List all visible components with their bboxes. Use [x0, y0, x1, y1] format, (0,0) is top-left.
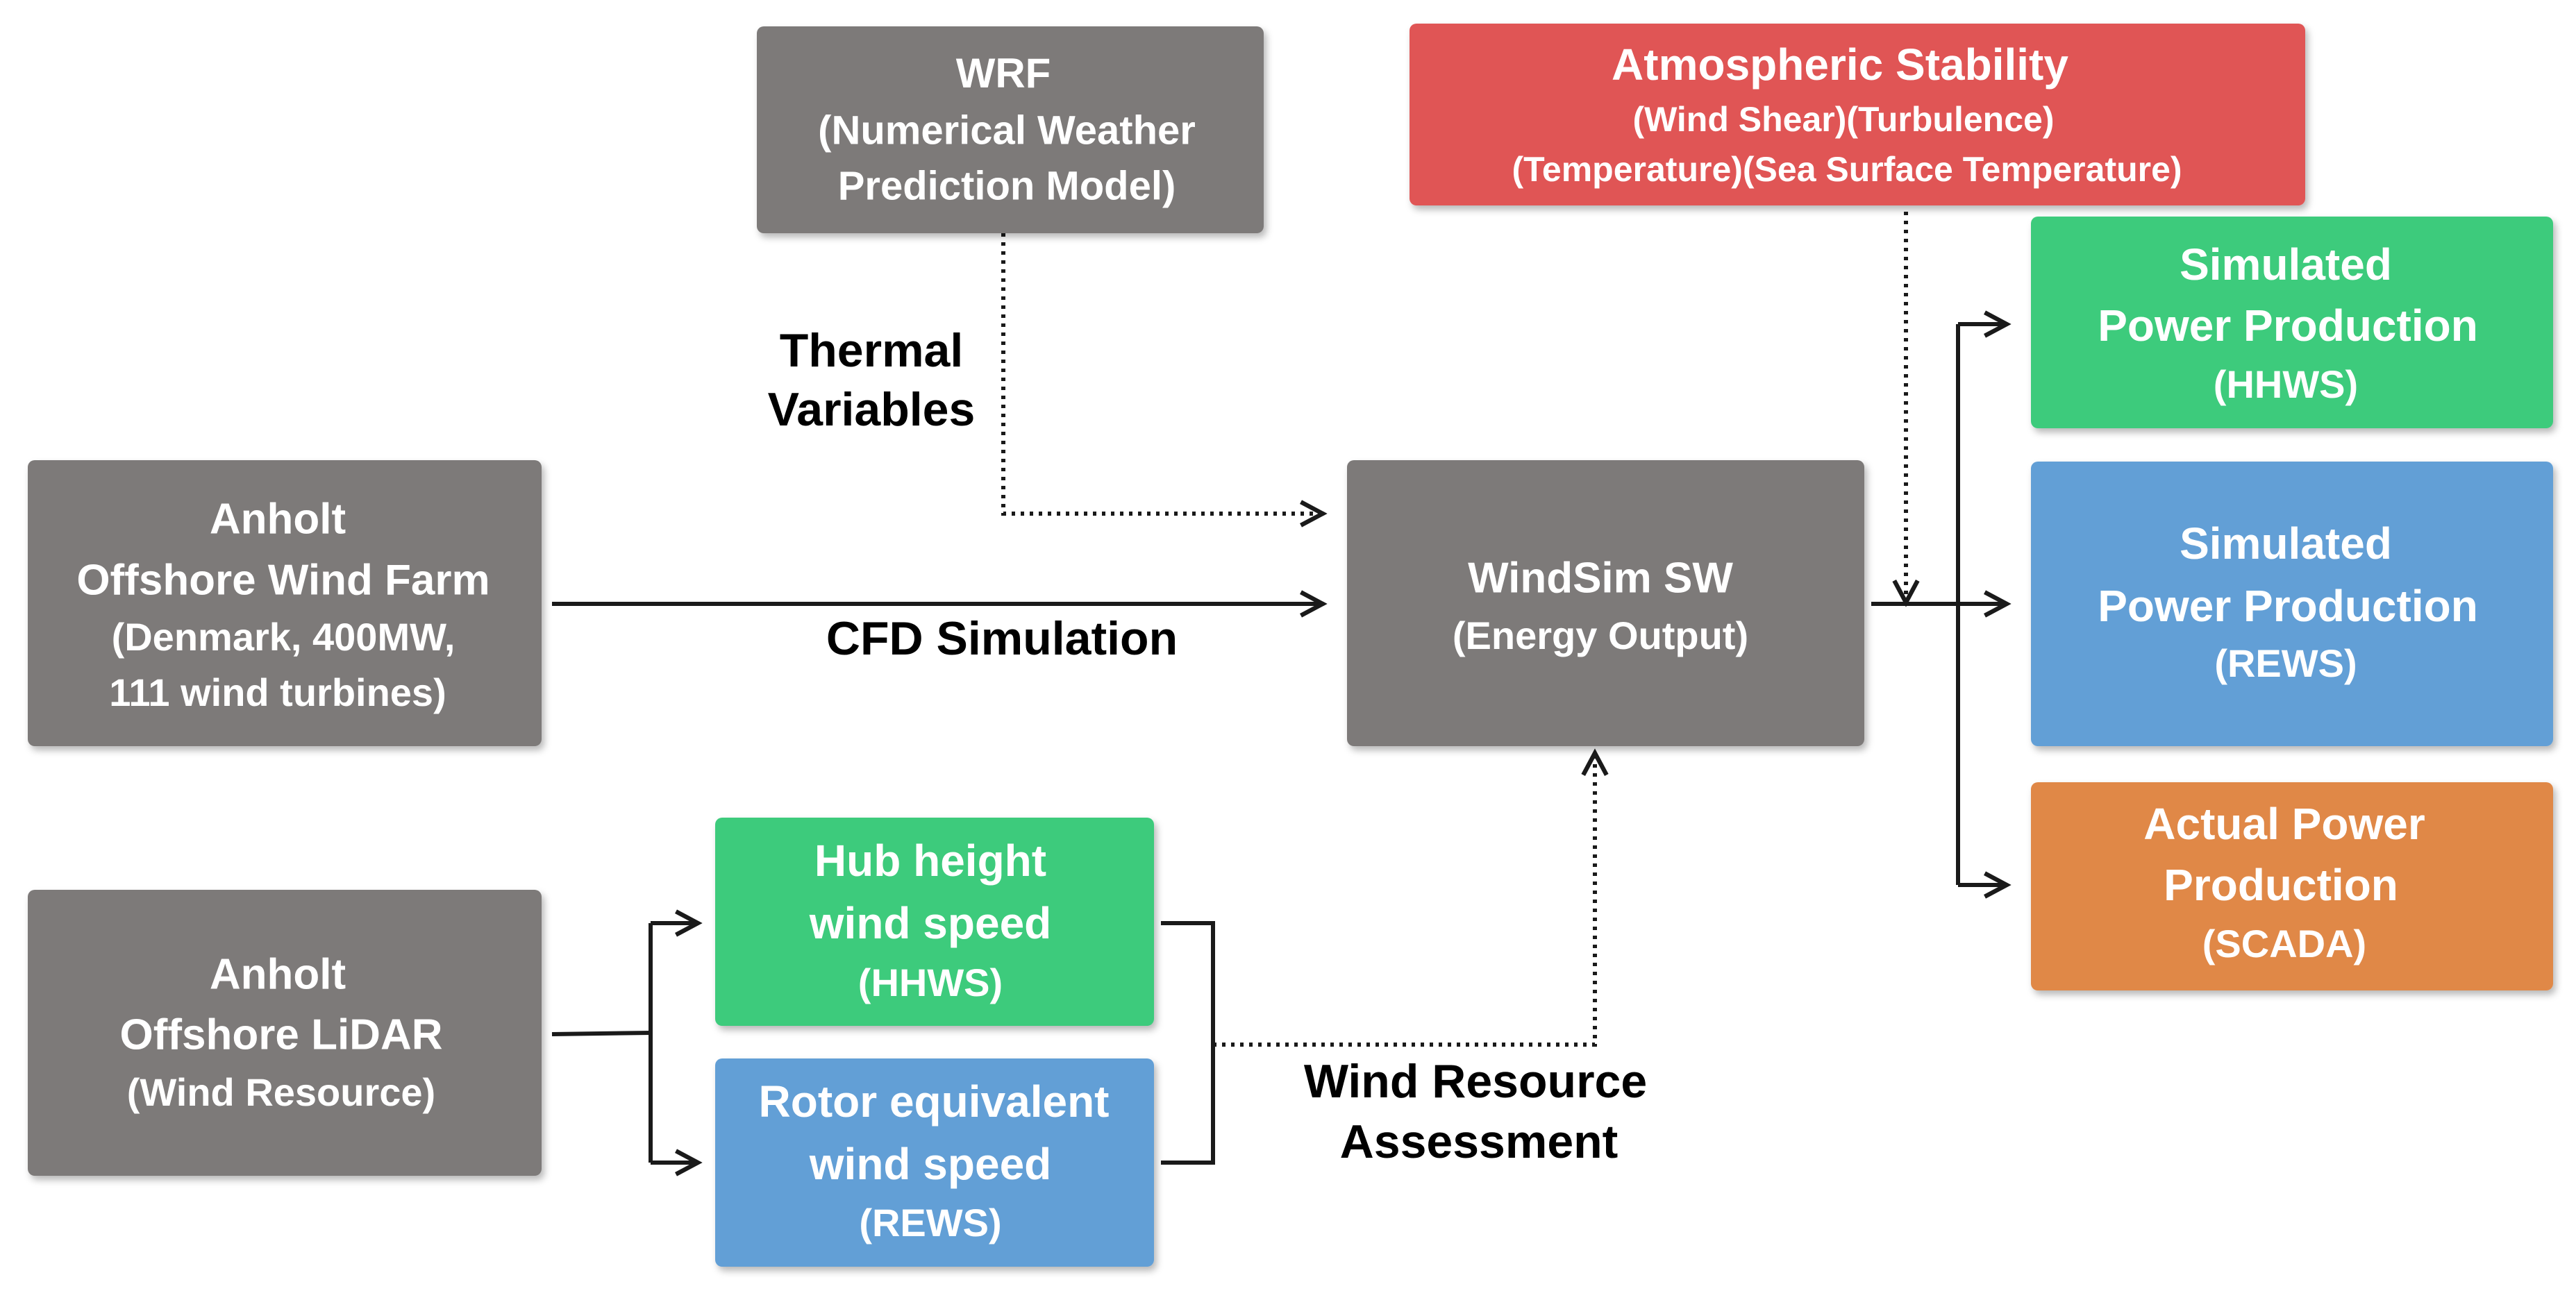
- windsim-box-bg: [1347, 460, 1864, 746]
- rotor-equivalent-line-3: (REWS): [859, 1201, 1001, 1244]
- atmospheric-stability-box-bg: [1410, 24, 2305, 205]
- windsim-box: WindSim SW (Energy Output): [1347, 460, 1864, 746]
- connectors: [551, 212, 2007, 1165]
- hub-height-line-2: wind speed: [809, 898, 1052, 948]
- atmospheric-stability-title: Atmospheric Stability: [1612, 40, 2068, 90]
- actual-power-line-1: Actual Power: [2143, 799, 2425, 849]
- wind-resource-arrow: [1213, 753, 1595, 1047]
- wind-resource-assessment-label: Wind Resource Assessment: [1304, 1055, 1647, 1168]
- sim-power-hhws-line-1: Simulated: [2180, 239, 2392, 289]
- rotor-equivalent-box-bg: [715, 1058, 1154, 1267]
- anholt-lidar-subtitle: (Wind Resource): [127, 1070, 435, 1114]
- atmospheric-stability-box: Atmospheric Stability (Wind Shear)(Turbu…: [1410, 24, 2305, 205]
- actual-power-box-bg: [2031, 782, 2553, 990]
- actual-power-box: Actual Power Production (SCADA): [2031, 782, 2553, 990]
- anholt-wind-farm-title-2: Offshore Wind Farm: [76, 556, 490, 604]
- actual-power-line-2: Production: [2164, 860, 2398, 910]
- thermal-variables-label: Thermal Variables: [768, 324, 976, 436]
- rotor-equivalent-line-2: wind speed: [809, 1139, 1052, 1189]
- wrf-box-bg: [757, 26, 1264, 233]
- anholt-wind-farm-detail-1: (Denmark, 400MW,: [112, 615, 455, 659]
- rotor-equivalent-line-1: Rotor equivalent: [759, 1077, 1110, 1127]
- actual-power-line-3: (SCADA): [2202, 922, 2366, 965]
- wrf-subtitle-1: (Numerical Weather: [818, 108, 1196, 153]
- thermal-variables-line-2: Variables: [768, 383, 976, 436]
- rotor-equivalent-box: Rotor equivalent wind speed (REWS): [715, 1058, 1154, 1267]
- sim-power-rews-box-bg: [2031, 462, 2553, 746]
- sim-power-hhws-line-2: Power Production: [2098, 301, 2478, 351]
- thermal-variables-arrow: [1001, 233, 1323, 514]
- hub-height-box-bg: [715, 818, 1154, 1026]
- windsim-title: WindSim SW: [1468, 554, 1733, 602]
- merge-bracket: [1161, 921, 1215, 1165]
- windsim-subtitle: (Energy Output): [1453, 614, 1748, 657]
- sim-power-hhws-box: Simulated Power Production (HHWS): [2031, 217, 2553, 428]
- hub-height-line-3: (HHWS): [858, 961, 1003, 1004]
- anholt-lidar-box: Anholt Offshore LiDAR (Wind Resource): [28, 890, 542, 1176]
- sim-power-rews-line-3: (REWS): [2214, 641, 2357, 685]
- anholt-lidar-box-bg: [28, 890, 542, 1176]
- sim-power-hhws-box-bg: [2031, 217, 2553, 428]
- hub-height-box: Hub height wind speed (HHWS): [715, 818, 1154, 1026]
- anholt-lidar-title-1: Anholt: [210, 950, 346, 998]
- sim-power-rews-line-1: Simulated: [2180, 518, 2392, 568]
- thermal-variables-line-1: Thermal: [780, 324, 964, 377]
- anholt-wind-farm-title-1: Anholt: [210, 495, 346, 543]
- cfd-simulation-text: CFD Simulation: [826, 612, 1178, 665]
- wrf-title: WRF: [956, 50, 1051, 96]
- sim-power-hhws-line-3: (HHWS): [2214, 362, 2358, 406]
- atmospheric-stability-line-2: (Wind Shear)(Turbulence): [1633, 100, 2055, 139]
- wrf-subtitle-2: Prediction Model): [838, 163, 1176, 208]
- anholt-wind-farm-box: Anholt Offshore Wind Farm (Denmark, 400M…: [28, 460, 542, 746]
- wrf-box: WRF (Numerical Weather Prediction Model): [757, 26, 1264, 233]
- atmospheric-stability-line-3: (Temperature)(Sea Surface Temperature): [1512, 150, 2182, 189]
- lidar-output-line: [551, 1031, 651, 1036]
- cfd-simulation-label: CFD Simulation: [826, 612, 1178, 665]
- hub-height-line-1: Hub height: [814, 836, 1046, 886]
- wind-resource-assessment-line-2: Assessment: [1340, 1115, 1619, 1168]
- anholt-lidar-title-2: Offshore LiDAR: [120, 1011, 443, 1058]
- sim-power-rews-line-2: Power Production: [2098, 581, 2478, 631]
- sim-power-rews-box: Simulated Power Production (REWS): [2031, 462, 2553, 746]
- wind-resource-assessment-line-1: Wind Resource: [1304, 1055, 1647, 1108]
- anholt-wind-farm-detail-2: 111 wind turbines): [109, 670, 446, 714]
- anholt-wind-farm-box-bg: [28, 460, 542, 746]
